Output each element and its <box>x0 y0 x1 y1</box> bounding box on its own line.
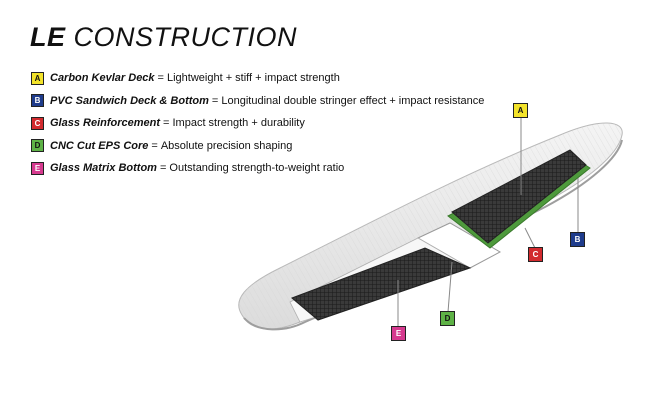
legend-item-d: D CNC Cut EPS Core = Absolute precision … <box>31 138 484 154</box>
legend-item-b: B PVC Sandwich Deck & Bottom = Longitudi… <box>31 93 484 109</box>
legend-separator: = <box>151 139 158 152</box>
legend: A Carbon Kevlar Deck = Lightweight + sti… <box>31 70 484 183</box>
callout-e: E <box>391 326 406 341</box>
legend-item-c: C Glass Reinforcement = Impact strength … <box>31 115 484 131</box>
legend-item-e: E Glass Matrix Bottom = Outstanding stre… <box>31 160 484 176</box>
callout-d: D <box>440 311 455 326</box>
legend-description: Lightweight + stiff + impact strength <box>166 72 340 84</box>
legend-description: Longitudinal double stringer effect + im… <box>221 94 485 107</box>
title-rest: CONSTRUCTION <box>73 22 298 52</box>
callout-b: B <box>570 232 585 247</box>
legend-separator: = <box>163 117 170 130</box>
page-title: LE CONSTRUCTION <box>30 22 297 53</box>
legend-name: Carbon Kevlar Deck <box>50 72 155 84</box>
legend-description: Outstanding strength-to-weight ratio <box>169 162 345 175</box>
legend-name: PVC Sandwich Deck & Bottom <box>50 94 209 107</box>
badge-d: D <box>31 139 44 153</box>
badge-b: B <box>31 94 44 108</box>
carbon-kevlar-deck-layer <box>451 149 587 244</box>
legend-separator: = <box>157 72 164 84</box>
callout-c: C <box>528 247 543 262</box>
legend-name: Glass Reinforcement <box>50 117 161 130</box>
legend-description: Impact strength + durability <box>172 117 305 130</box>
legend-name: CNC Cut EPS Core <box>50 139 149 152</box>
legend-item-a: A Carbon Kevlar Deck = Lightweight + sti… <box>31 70 484 86</box>
legend-separator: = <box>211 94 219 107</box>
badge-c: C <box>31 116 44 130</box>
callout-a: A <box>513 103 528 118</box>
glass-matrix-bottom-layer <box>291 247 472 321</box>
badge-e: E <box>31 161 44 175</box>
leader-line-c <box>524 227 536 249</box>
badge-a: A <box>31 71 44 85</box>
legend-name: Glass Matrix Bottom <box>50 162 157 175</box>
leader-line-d <box>447 261 453 313</box>
legend-separator: = <box>159 162 167 175</box>
legend-description: Absolute precision shaping <box>160 139 293 152</box>
title-bold: LE <box>30 22 66 52</box>
